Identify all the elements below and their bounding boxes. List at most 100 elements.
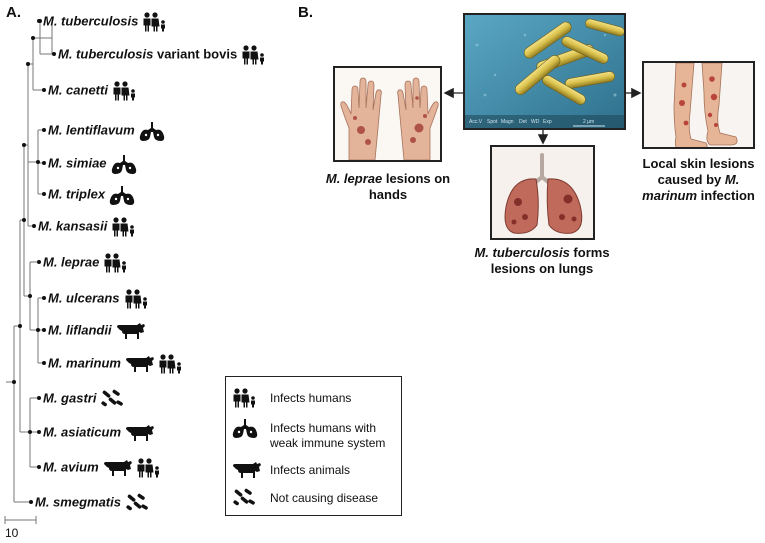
scale-label: 10 [5,526,19,540]
legs-caption: Local skin lesions caused by M. marinum … [636,156,761,204]
cow-icon [103,460,132,476]
people-icon [125,289,147,309]
taxon-icons [111,217,138,237]
caption-text: Local skin lesions caused by [642,156,755,187]
tree-node [31,36,35,40]
taxon-icons [112,81,139,101]
tree-node [22,218,26,222]
taxon-icons [142,12,169,32]
cow-icon [125,356,154,372]
tree-node [37,465,41,469]
taxon-name: M. tuberculosis [58,46,154,62]
taxon-icons [125,493,151,513]
taxon-suffix: variant bovis [153,46,238,62]
tree-node [42,192,46,196]
taxon-label: M. triplex [48,185,137,205]
taxon-name: M. triplex [48,186,106,202]
taxon-name: M. tuberculosis [43,13,139,29]
tree-node [29,500,33,504]
cow-icon [126,425,155,441]
lungs-illustration [492,147,593,238]
tree-node [42,161,46,165]
people-icon [143,12,166,32]
taxon-name: M. smegmatis [35,494,121,510]
taxon-label: M. canetti [48,81,139,101]
lungs-icon [232,419,258,438]
tree-node [18,324,22,328]
bacteria-icon [232,488,256,512]
taxon-icons [139,121,167,141]
people-icon [113,81,135,101]
caption-species: M. tuberculosis [474,245,570,260]
tree-node [36,160,40,164]
tree-node [42,296,46,300]
cow-icon [116,323,145,339]
taxon-name: M. marinum [48,355,121,371]
tree-node [42,128,46,132]
caption-text: forms lesions on lungs [490,245,610,276]
tree-node [42,361,46,365]
taxon-label: M. leprae [43,253,130,273]
tree-node [26,62,30,66]
caption-species: M. leprae [325,171,383,186]
lungs-caption: M. tuberculosis forms lesions on lungs [462,245,622,277]
legend-label: Infects animals [270,463,351,477]
micro-label: Spot [487,119,498,125]
legend: Infects humans Infects humans with weak … [225,376,402,516]
people-icon [242,45,265,65]
legend-label: Infects humans [270,391,352,405]
taxon-name: M. lentiflavum [48,122,135,138]
micro-label: Acc.V [469,119,483,125]
taxon-label: M. gastri [43,389,126,409]
taxon-icons [100,389,126,409]
tree-node [37,430,41,434]
taxon-label: M. tuberculosis variant bovis [58,45,268,65]
bacteria-icon [126,493,148,511]
micro-label: Magn [501,119,514,125]
tree-node [37,19,41,23]
taxon-name: M. avium [43,459,99,475]
hands-caption: M. leprae lesions on hands [318,171,458,203]
tree-node [32,224,36,228]
micro-label: WD [531,119,540,125]
taxon-label: M. simiae [48,154,139,174]
taxon-label: M. marinum [48,354,185,374]
taxon-name: M. leprae [43,254,100,270]
hands-illustration [335,68,440,160]
people-icon [232,388,257,412]
tree-node [37,396,41,400]
tree-node [28,430,32,434]
micrograph-image: Acc.V Spot Magn Det WD Exp 2 µm [463,13,626,130]
tree-node [28,294,32,298]
taxon-label: M. lentiflavum [48,121,167,141]
taxon-name: M. liflandii [48,322,112,338]
people-icon [137,458,159,478]
taxon-name: M. canetti [48,82,108,98]
taxon-name: M. simiae [48,155,107,171]
bacteria-micrograph: Acc.V Spot Magn Det WD Exp 2 µm [465,15,624,128]
taxon-icons [103,253,130,273]
lungs-icon [111,155,136,174]
panel-label-a: A. [6,4,21,21]
caption-text: infection [697,188,755,203]
legs-image [642,61,755,149]
taxon-icons [103,458,163,478]
caption-species: M. marinum [642,172,740,203]
micro-label: Exp [543,119,552,125]
taxon-label: M. asiaticum [43,423,158,443]
lungs-icon [139,122,164,141]
cow-icon [232,460,263,484]
taxon-icons [241,45,268,65]
tree-node [52,52,56,56]
taxon-label: M. kansasii [38,217,138,237]
taxon-name: M. kansasii [38,218,108,234]
micro-label: 2 µm [583,119,594,125]
lungs-icon [109,186,135,205]
bacteria-icon [233,488,255,506]
taxon-icons [111,154,139,174]
micro-label: Det [519,119,527,125]
panel-label-b: B. [298,4,313,21]
taxon-icons [125,423,158,443]
legs-illustration [644,63,753,147]
